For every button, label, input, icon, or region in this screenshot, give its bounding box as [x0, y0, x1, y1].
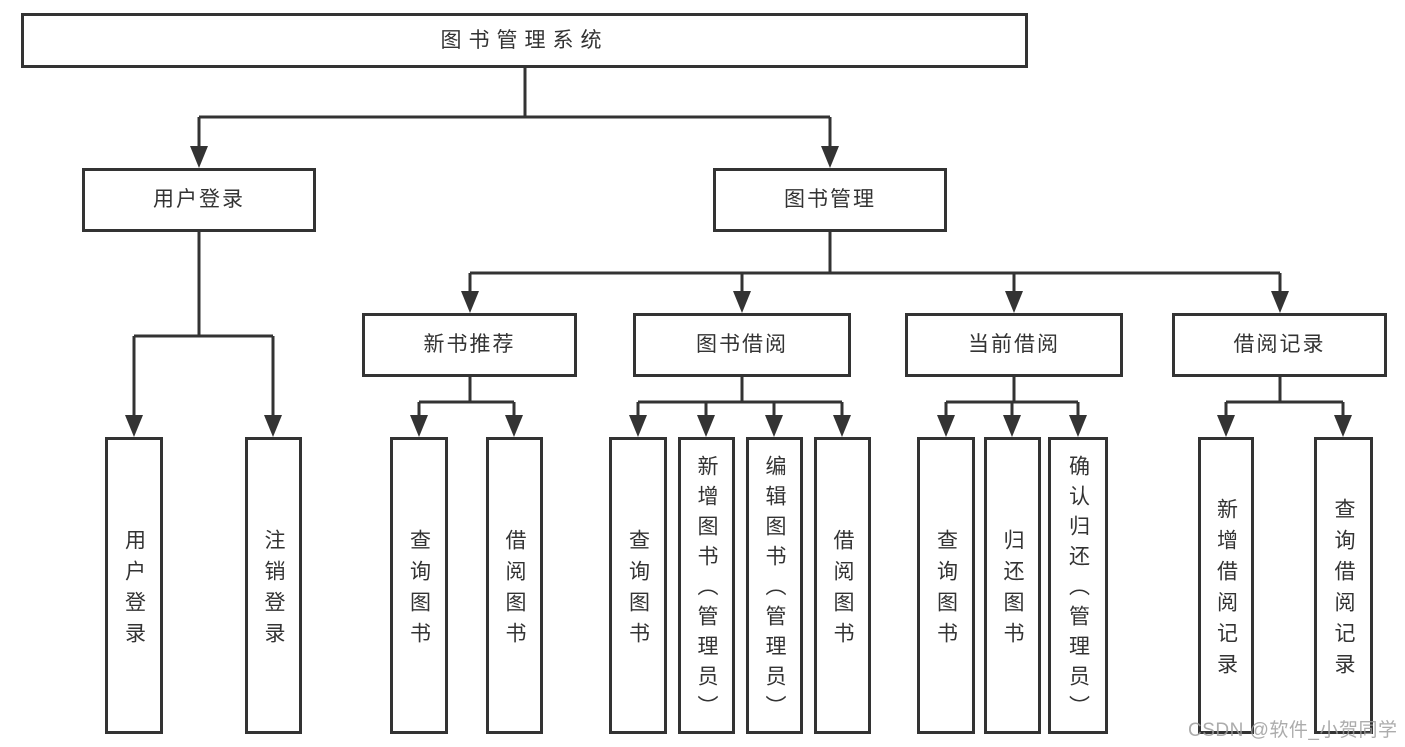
- csdn-watermark: CSDN @软件_小贺同学: [1188, 720, 1398, 741]
- leaf-label: 注销登录: [262, 528, 285, 653]
- node-book-borrowing: 图书借阅: [633, 313, 851, 377]
- node-leaf-logout: 注销登录: [245, 437, 302, 734]
- leaf-label: 新增图书（管理员）: [695, 455, 718, 725]
- node-leaf-cb-confirm-return-admin: 确认归还（管理员）: [1048, 437, 1108, 734]
- node-leaf-br-add-record: 新增借阅记录: [1198, 437, 1254, 734]
- node-leaf-nb-query-books: 查询图书: [390, 437, 448, 734]
- node-leaf-bb-query-books: 查询图书: [609, 437, 667, 734]
- node-leaf-bb-add-books-admin: 新增图书（管理员）: [678, 437, 735, 734]
- leaf-label: 编辑图书（管理员）: [763, 455, 786, 725]
- node-new-book-recommendation: 新书推荐: [362, 313, 577, 377]
- leaf-label: 查询借阅记录: [1332, 497, 1355, 684]
- leaf-label: 新增借阅记录: [1214, 497, 1238, 684]
- node-user-login-module: 用户登录: [82, 168, 316, 232]
- node-current-borrowing: 当前借阅: [905, 313, 1123, 377]
- node-borrowing-records: 借阅记录: [1172, 313, 1387, 377]
- node-leaf-br-query-record: 查询借阅记录: [1314, 437, 1373, 734]
- leaf-label: 查询图书: [626, 528, 650, 653]
- leaf-label: 借阅图书: [503, 528, 526, 653]
- node-leaf-user-login: 用户登录: [105, 437, 163, 734]
- node-leaf-nb-borrow-books: 借阅图书: [486, 437, 543, 734]
- node-book-management-module: 图书管理: [713, 168, 947, 232]
- node-leaf-cb-return-books: 归还图书: [984, 437, 1041, 734]
- leaf-label: 用户登录: [122, 528, 146, 653]
- leaf-label: 借阅图书: [831, 528, 854, 653]
- leaf-label: 归还图书: [1001, 528, 1024, 653]
- leaf-label: 查询图书: [934, 528, 958, 653]
- node-root-library-management-system: 图书管理系统: [21, 13, 1028, 68]
- node-leaf-bb-borrow-books: 借阅图书: [814, 437, 871, 734]
- node-leaf-cb-query-books: 查询图书: [917, 437, 975, 734]
- leaf-label: 查询图书: [407, 528, 431, 653]
- leaf-label: 确认归还（管理员）: [1066, 455, 1090, 725]
- node-leaf-bb-edit-books-admin: 编辑图书（管理员）: [746, 437, 803, 734]
